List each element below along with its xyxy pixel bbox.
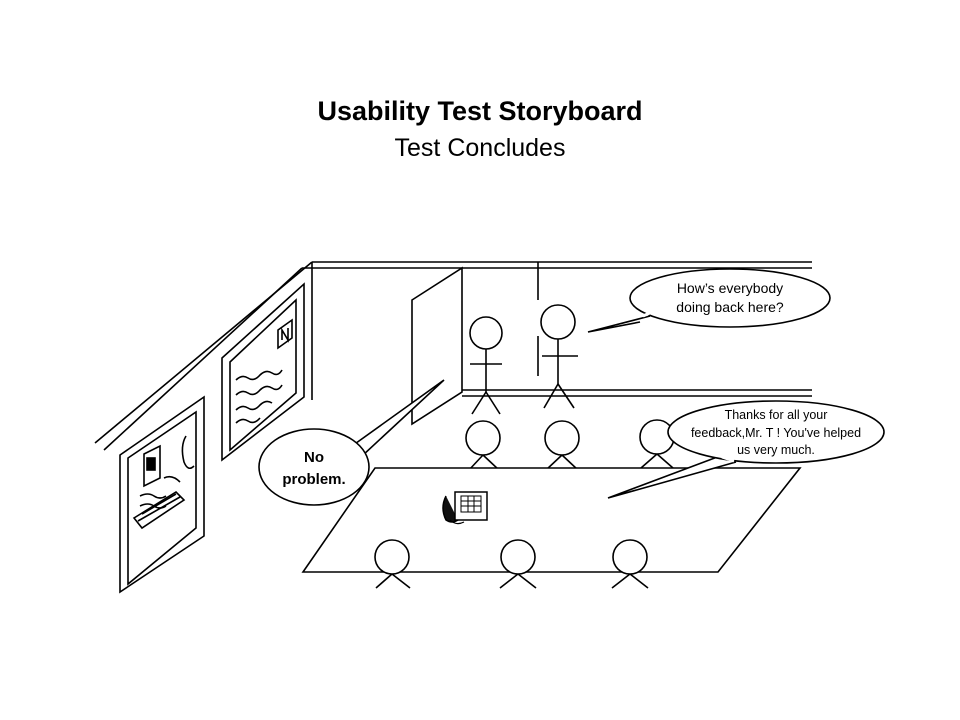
observer-figure <box>469 316 503 415</box>
manager-figure <box>540 304 578 409</box>
team-member <box>499 539 537 589</box>
bubble-text: us very much. <box>737 443 815 457</box>
wall-frame-back <box>221 282 305 462</box>
speech-bubble-participant: No problem. <box>258 379 445 506</box>
telephone-icon <box>442 491 488 525</box>
wall-chart-icon <box>277 318 293 350</box>
speech-bubble-team: Thanks for all your feedback,Mr. T ! You… <box>607 400 885 499</box>
team-member <box>544 420 580 471</box>
bubble-text: doing back here? <box>676 299 784 315</box>
team-member <box>374 539 411 589</box>
room-walls <box>94 261 812 451</box>
bubble-text: Thanks for all your <box>725 408 828 422</box>
team-member <box>465 420 501 471</box>
wall-frame-front <box>119 395 205 594</box>
screen-doodle <box>139 435 195 509</box>
bubble-text: problem. <box>282 471 345 488</box>
monitor-icon <box>143 444 161 488</box>
speech-bubble-observer: How’s everybody doing back here? <box>587 268 831 333</box>
slide-title: Usability Test Storyboard <box>317 96 643 126</box>
keyboard-icon <box>132 490 186 530</box>
slide-subtitle: Test Concludes <box>394 134 566 162</box>
bubble-text: How’s everybody <box>677 280 783 296</box>
team-member <box>611 539 649 589</box>
observation-window <box>411 266 463 426</box>
bubble-text: No <box>304 449 324 466</box>
conference-table <box>301 467 802 573</box>
bubble-text: feedback,Mr. T ! You've helped <box>691 426 861 440</box>
